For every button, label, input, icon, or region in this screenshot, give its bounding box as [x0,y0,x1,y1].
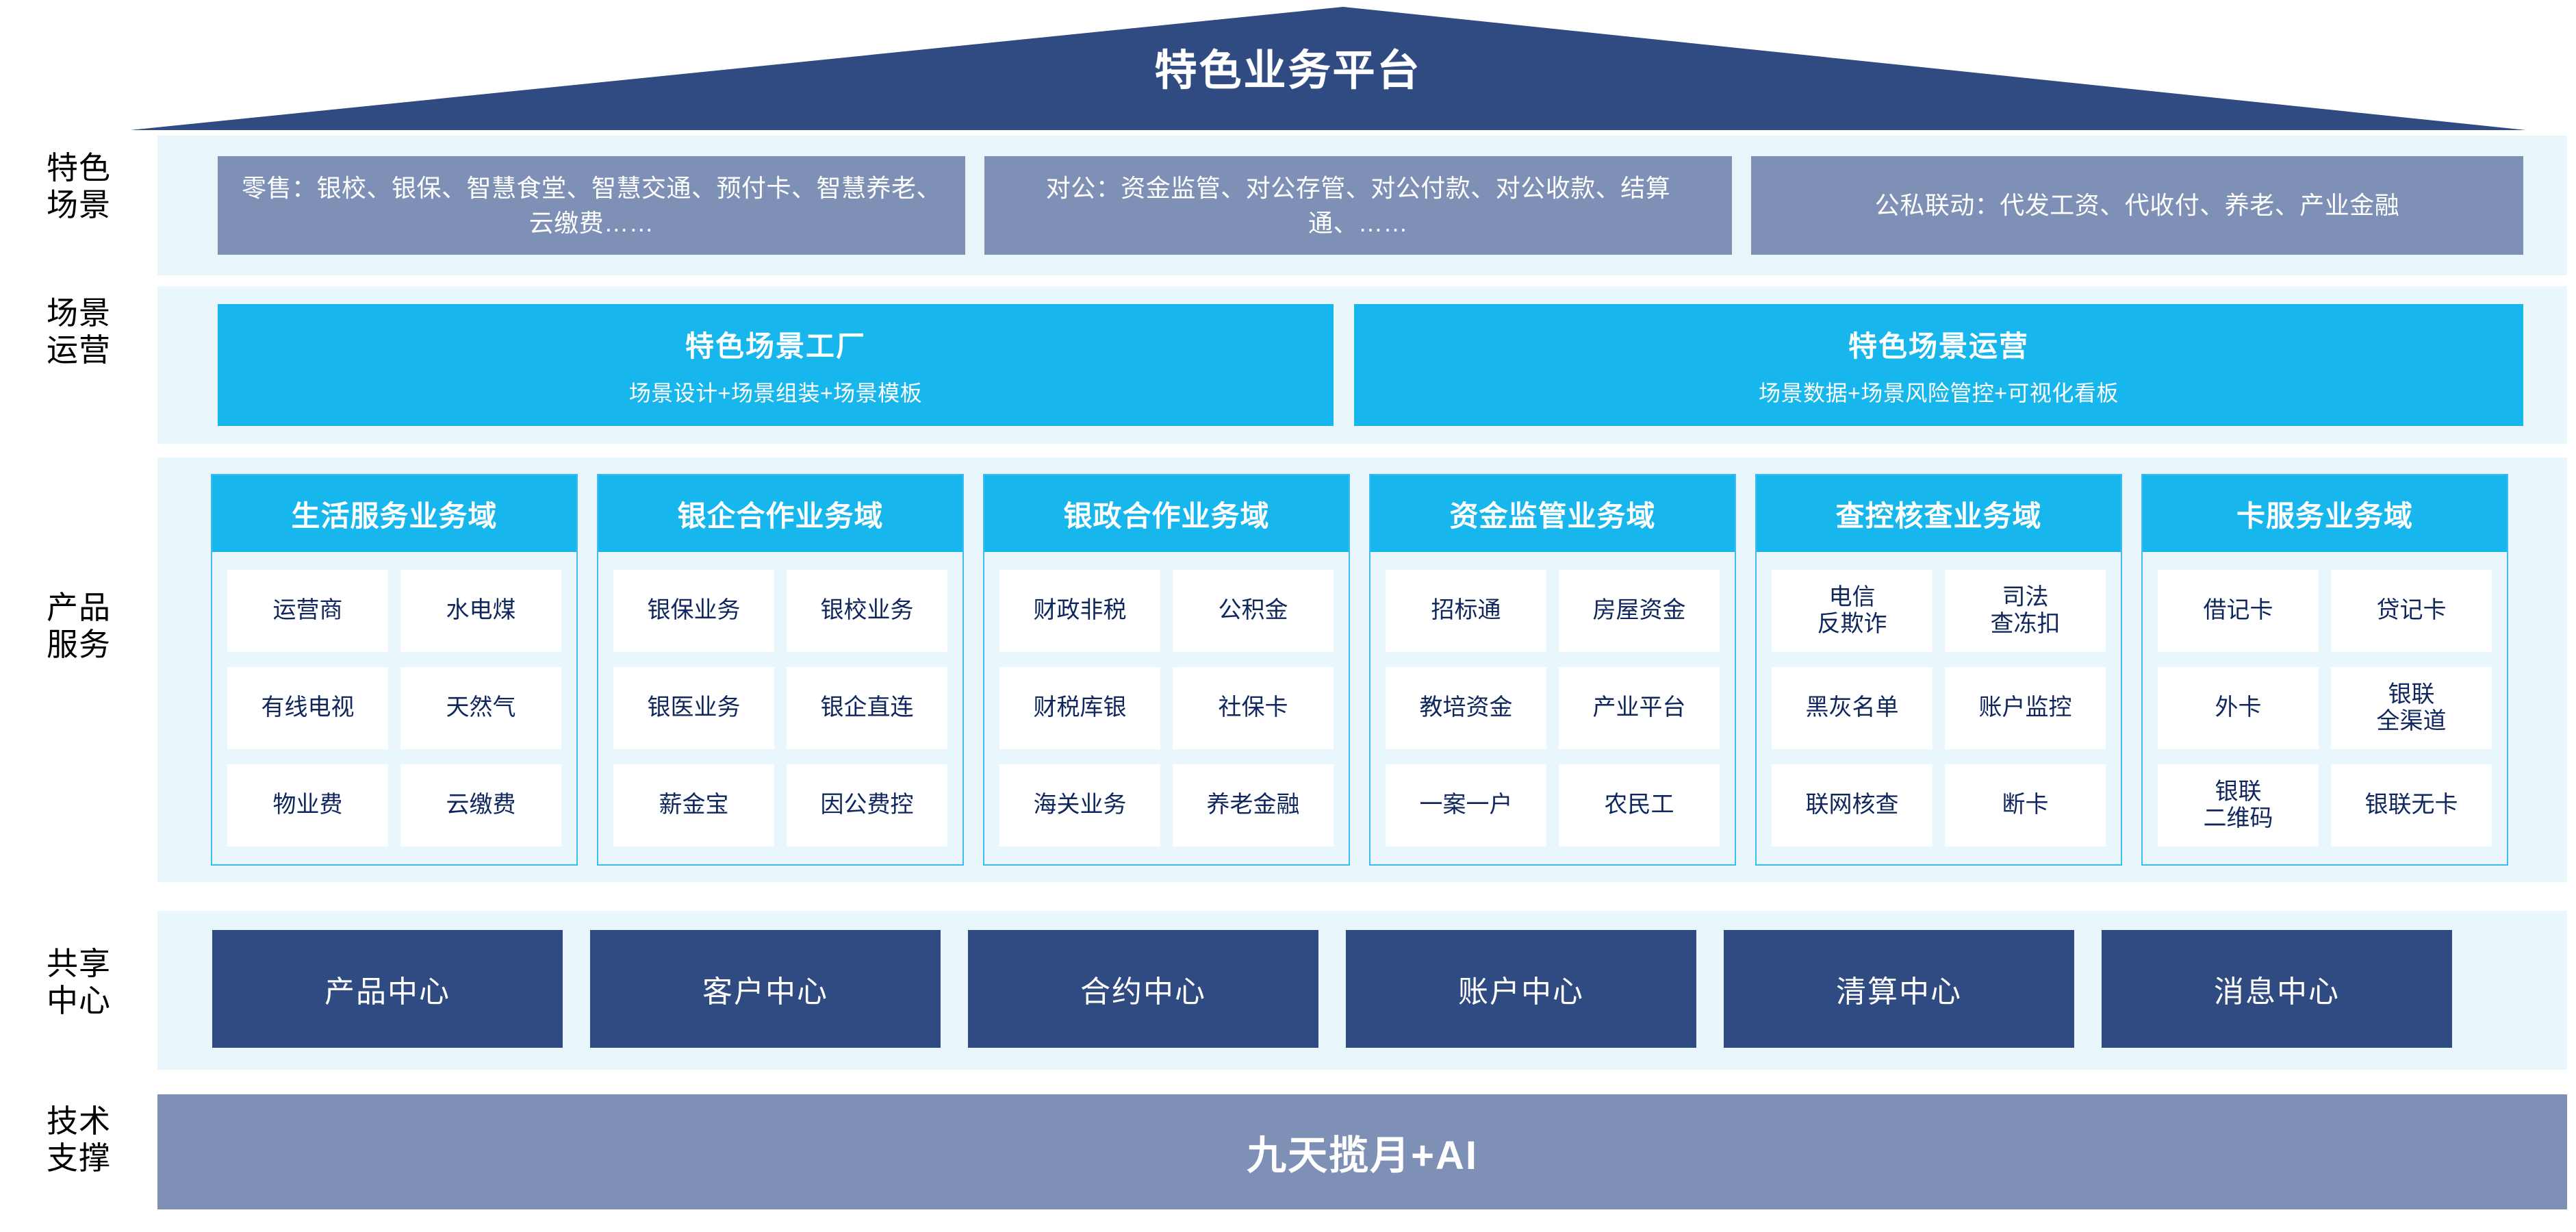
domain-grid-life-services: 运营商 水电煤 有线电视 天然气 物业费 云缴费 [212,552,576,864]
domain-cell[interactable]: 黑灰名单 [1772,667,1933,749]
domain-card-investigation[interactable]: 查控核查业务域 电信 反欺诈 司法 查冻扣 黑灰名单 账户监控 联网核查 断卡 [1755,474,2122,866]
shared-center-message[interactable]: 消息中心 [2102,930,2452,1048]
domain-title-card-services: 卡服务业务域 [2143,475,2507,552]
domain-cell[interactable]: 贷记卡 [2331,570,2492,652]
scenario-box-corporate[interactable]: 对公：资金监管、对公存管、对公付款、对公收款、结算通、…… [984,156,1732,255]
domain-title-bank-enterprise: 银企合作业务域 [598,475,962,552]
domain-cell[interactable]: 银联 全渠道 [2331,667,2492,749]
scenario-box-public-private[interactable]: 公私联动：代发工资、代收付、养老、产业金融 [1751,156,2523,255]
operations-factory-title: 特色场景工厂 [685,329,866,362]
domain-grid-bank-enterprise: 银保业务 银校业务 银医业务 银企直连 薪金宝 因公费控 [598,552,962,864]
domain-cell[interactable]: 养老金融 [1173,764,1334,846]
domain-cell[interactable]: 水电煤 [400,570,561,652]
domain-grid-card-services: 借记卡 贷记卡 外卡 银联 全渠道 银联 二维码 银联无卡 [2143,552,2507,864]
domain-cell[interactable]: 薪金宝 [613,764,774,846]
domain-cell[interactable]: 物业费 [227,764,388,846]
domain-cell[interactable]: 财税库银 [999,667,1160,749]
domain-cell[interactable]: 有线电视 [227,667,388,749]
domain-cell[interactable]: 财政非税 [999,570,1160,652]
domain-cell[interactable]: 银企直连 [787,667,947,749]
domain-cell[interactable]: 司法 查冻扣 [1945,570,2106,652]
domain-cell[interactable]: 账户监控 [1945,667,2106,749]
domain-cell[interactable]: 借记卡 [2158,570,2319,652]
domain-title-investigation: 查控核查业务域 [1757,475,2121,552]
domain-cell[interactable]: 社保卡 [1173,667,1334,749]
shared-center-account[interactable]: 账户中心 [1346,930,1696,1048]
domain-cell[interactable]: 银联无卡 [2331,764,2492,846]
domain-cell[interactable]: 招标通 [1386,570,1546,652]
domain-cell[interactable]: 银保业务 [613,570,774,652]
domain-cell[interactable]: 产业平台 [1559,667,1720,749]
domain-cell[interactable]: 农民工 [1559,764,1720,846]
domain-card-card-services[interactable]: 卡服务业务域 借记卡 贷记卡 外卡 银联 全渠道 银联 二维码 银联无卡 [2141,474,2508,866]
roof-shape [0,0,2576,137]
shared-center-settlement[interactable]: 清算中心 [1724,930,2074,1048]
operations-box-operating[interactable]: 特色场景运营 场景数据+场景风险管控+可视化看板 [1354,304,2523,426]
rail-label-operations: 场景 运营 [47,295,111,368]
domain-cell[interactable]: 教培资金 [1386,667,1546,749]
domain-cell[interactable]: 银医业务 [613,667,774,749]
domain-title-bank-government: 银政合作业务域 [984,475,1349,552]
domain-cell[interactable]: 断卡 [1945,764,2106,846]
domain-grid-bank-government: 财政非税 公积金 财税库银 社保卡 海关业务 养老金融 [984,552,1349,864]
shared-center-contract[interactable]: 合约中心 [968,930,1318,1048]
scenario-box-retail[interactable]: 零售：银校、银保、智慧食堂、智慧交通、预付卡、智慧养老、云缴费…… [218,156,965,255]
shared-center-product[interactable]: 产品中心 [212,930,563,1048]
domain-cell[interactable]: 房屋资金 [1559,570,1720,652]
domain-cell[interactable]: 运营商 [227,570,388,652]
domain-grid-investigation: 电信 反欺诈 司法 查冻扣 黑灰名单 账户监控 联网核查 断卡 [1757,552,2121,864]
domain-cell[interactable]: 云缴费 [400,764,561,846]
domain-title-fund-supervision: 资金监管业务域 [1370,475,1735,552]
domain-cell[interactable]: 联网核查 [1772,764,1933,846]
domain-cell[interactable]: 电信 反欺诈 [1772,570,1933,652]
domain-card-bank-government[interactable]: 银政合作业务域 财政非税 公积金 财税库银 社保卡 海关业务 养老金融 [983,474,1350,866]
domain-cell[interactable]: 公积金 [1173,570,1334,652]
tech-foundation-bar[interactable]: 九天揽月+AI [157,1094,2567,1209]
domain-cell[interactable]: 银校业务 [787,570,947,652]
shared-center-customer[interactable]: 客户中心 [590,930,941,1048]
domain-cell[interactable]: 银联 二维码 [2158,764,2319,846]
domain-cell[interactable]: 一案一户 [1386,764,1546,846]
domain-card-life-services[interactable]: 生活服务业务域 运营商 水电煤 有线电视 天然气 物业费 云缴费 [211,474,578,866]
domain-grid-fund-supervision: 招标通 房屋资金 教培资金 产业平台 一案一户 农民工 [1370,552,1735,864]
domain-cell[interactable]: 外卡 [2158,667,2319,749]
rail-label-tech-support: 技术 支撑 [47,1103,111,1177]
operations-operating-subtitle: 场景数据+场景风险管控+可视化看板 [1759,380,2119,405]
rail-label-products: 产品 服务 [47,590,111,663]
domain-card-bank-enterprise[interactable]: 银企合作业务域 银保业务 银校业务 银医业务 银企直连 薪金宝 因公费控 [597,474,964,866]
domain-title-life-services: 生活服务业务域 [212,475,576,552]
rail-label-scenarios: 特色 场景 [47,150,111,223]
domain-cell[interactable]: 因公费控 [787,764,947,846]
domain-cell[interactable]: 海关业务 [999,764,1160,846]
rail-label-shared-center: 共享 中心 [47,946,111,1019]
domain-cell[interactable]: 天然气 [400,667,561,749]
platform-title: 特色业务平台 [1154,47,1422,95]
domain-card-fund-supervision[interactable]: 资金监管业务域 招标通 房屋资金 教培资金 产业平台 一案一户 农民工 [1369,474,1736,866]
operations-factory-subtitle: 场景设计+场景组装+场景模板 [628,380,923,405]
operations-operating-title: 特色场景运营 [1848,329,2029,362]
operations-box-factory[interactable]: 特色场景工厂 场景设计+场景组装+场景模板 [218,304,1334,426]
